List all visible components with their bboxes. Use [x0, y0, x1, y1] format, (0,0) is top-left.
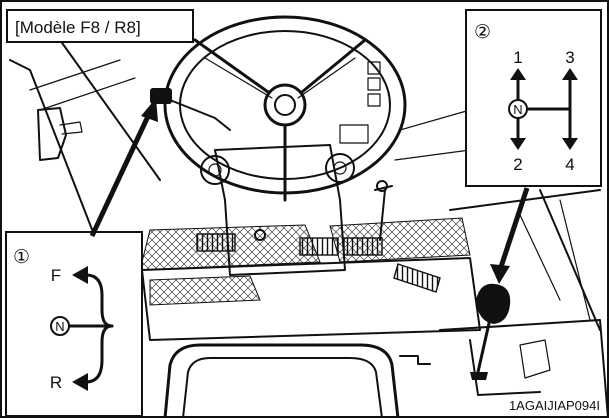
shuttle-neutral-label: N [55, 319, 64, 334]
gear-2-label: 2 [513, 155, 522, 174]
model-title-box: [Modèle F8 / R8] [6, 9, 194, 43]
brake-pedal-left [196, 233, 236, 252]
seat [163, 343, 400, 418]
arrow-to-gear-lever [497, 187, 530, 271]
gear-neutral-label: N [513, 102, 522, 117]
gear-lever-knob [476, 283, 511, 324]
shuttle-reverse-label: R [50, 373, 62, 392]
shuttle-pattern-inset: ① N F R [5, 231, 143, 417]
inset-2-number: ② [474, 22, 491, 43]
gear-4-label: 4 [565, 155, 574, 174]
inset-1-number: ① [13, 247, 30, 268]
pointer-arrows [89, 98, 530, 284]
shuttle-forward-label: F [51, 266, 61, 285]
gear-1-label: 1 [513, 48, 522, 67]
brake-pedal-right [299, 237, 339, 256]
gear-pattern-inset: ② N 1 2 3 4 [465, 9, 602, 187]
image-code: 1AGAIJIAP094I [509, 398, 600, 413]
clutch-pedal [343, 237, 383, 256]
arrow-to-shuttle-lever [89, 110, 153, 238]
gear-3-label: 3 [565, 48, 574, 67]
model-title: [Modèle F8 / R8] [15, 18, 141, 37]
accelerator-pedal [393, 263, 441, 293]
